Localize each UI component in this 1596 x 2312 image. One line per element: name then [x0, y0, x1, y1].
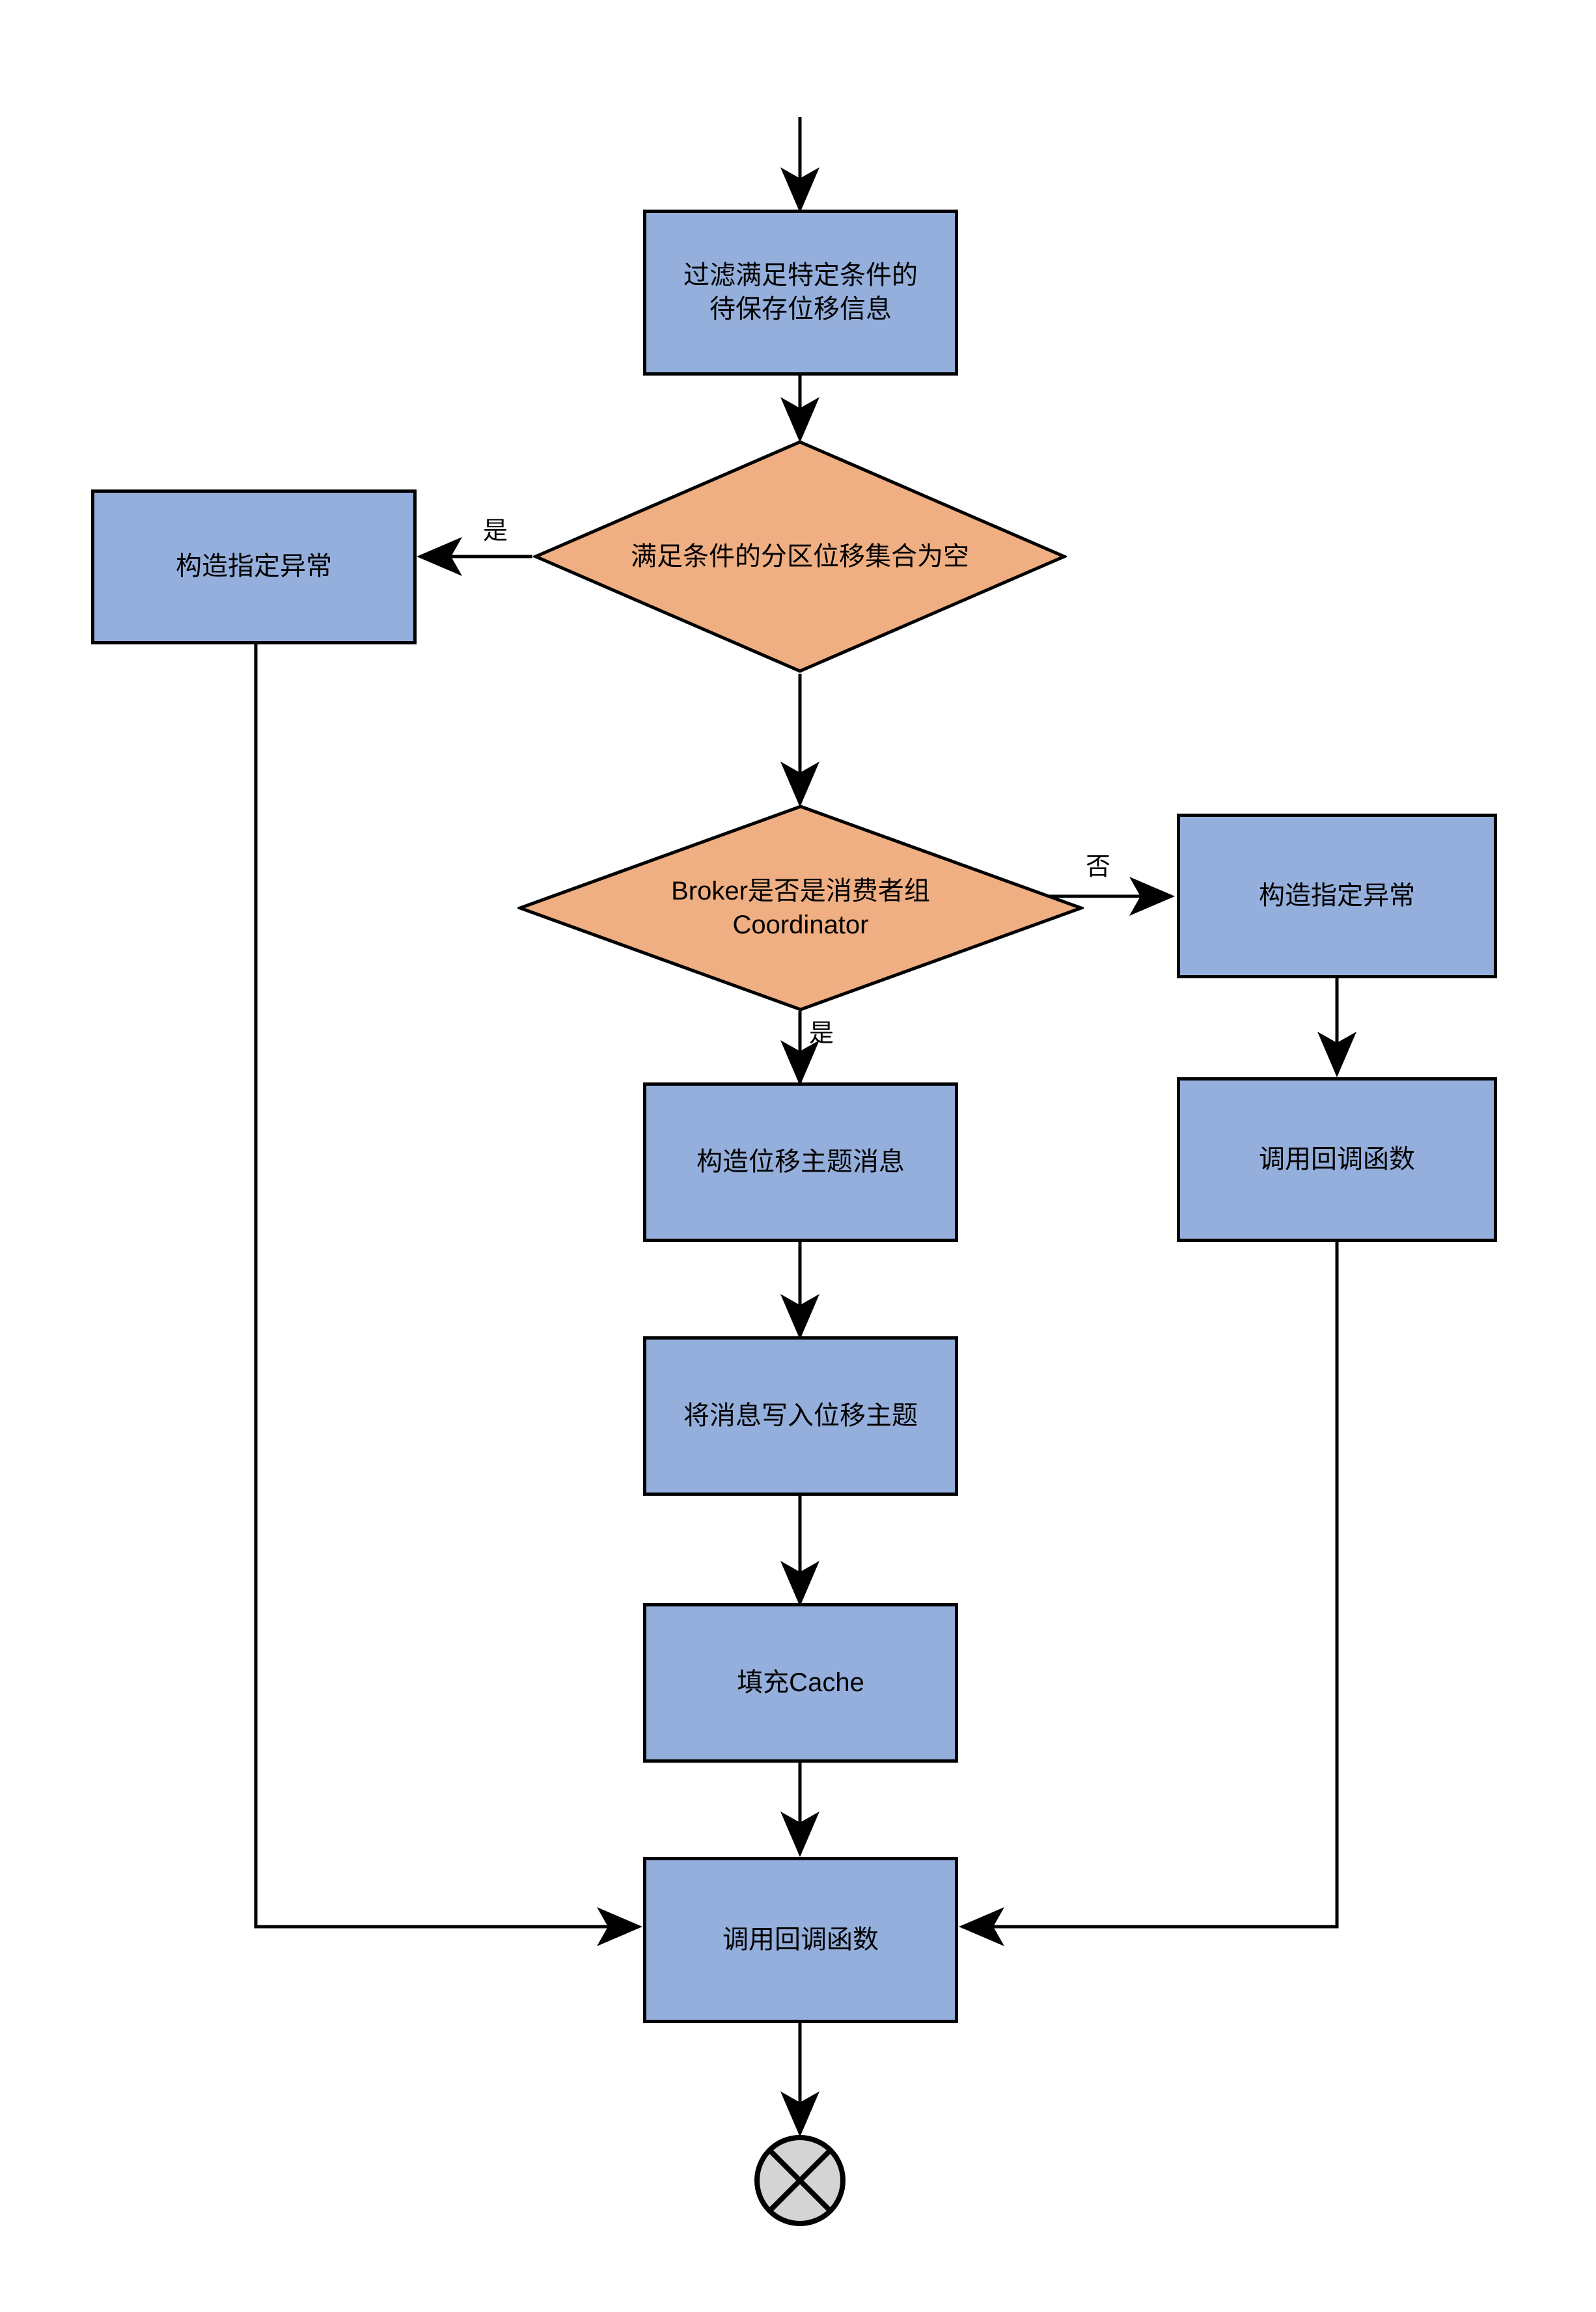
node-build-exception-right[interactable]: 构造指定异常 [1177, 814, 1497, 978]
edge-label-coordinator-no: 否 [1086, 853, 1111, 881]
node-invoke-callback-right[interactable]: 调用回调函数 [1177, 1077, 1497, 1242]
node-write-message-to-offset-topic[interactable]: 将消息写入位移主题 [643, 1336, 958, 1496]
edge-label-empty-yes: 是 [483, 517, 508, 545]
node-build-offset-topic-message[interactable]: 构造位移主题消息 [643, 1082, 958, 1242]
cross-circle-icon [754, 2135, 846, 2226]
edge-label-coordinator-yes: 是 [809, 1020, 834, 1047]
node-build-exception-left[interactable]: 构造指定异常 [91, 489, 417, 644]
diamond-shape-coordinator-check [517, 805, 1084, 1012]
node-filter-offsets[interactable]: 过滤满足特定条件的 待保存位移信息 [643, 210, 958, 376]
node-end-terminator[interactable] [753, 2134, 847, 2227]
edge-callback-right-to-callback-bottom [959, 1242, 1339, 1946]
node-is-broker-coordinator-label: Broker是否是消费者组 Coordinator [671, 877, 930, 939]
node-is-broker-coordinator[interactable]: Broker是否是消费者组 Coordinator [517, 804, 1084, 1012]
node-fill-cache[interactable]: 填充Cache [643, 1603, 958, 1763]
diamond-shape-empty-check [533, 440, 1067, 673]
node-invoke-callback-bottom[interactable]: 调用回调函数 [643, 1857, 958, 2023]
node-is-offset-set-empty-label: 满足条件的分区位移集合为空 [631, 542, 969, 571]
node-is-offset-set-empty[interactable]: 满足条件的分区位移集合为空 [533, 439, 1067, 674]
